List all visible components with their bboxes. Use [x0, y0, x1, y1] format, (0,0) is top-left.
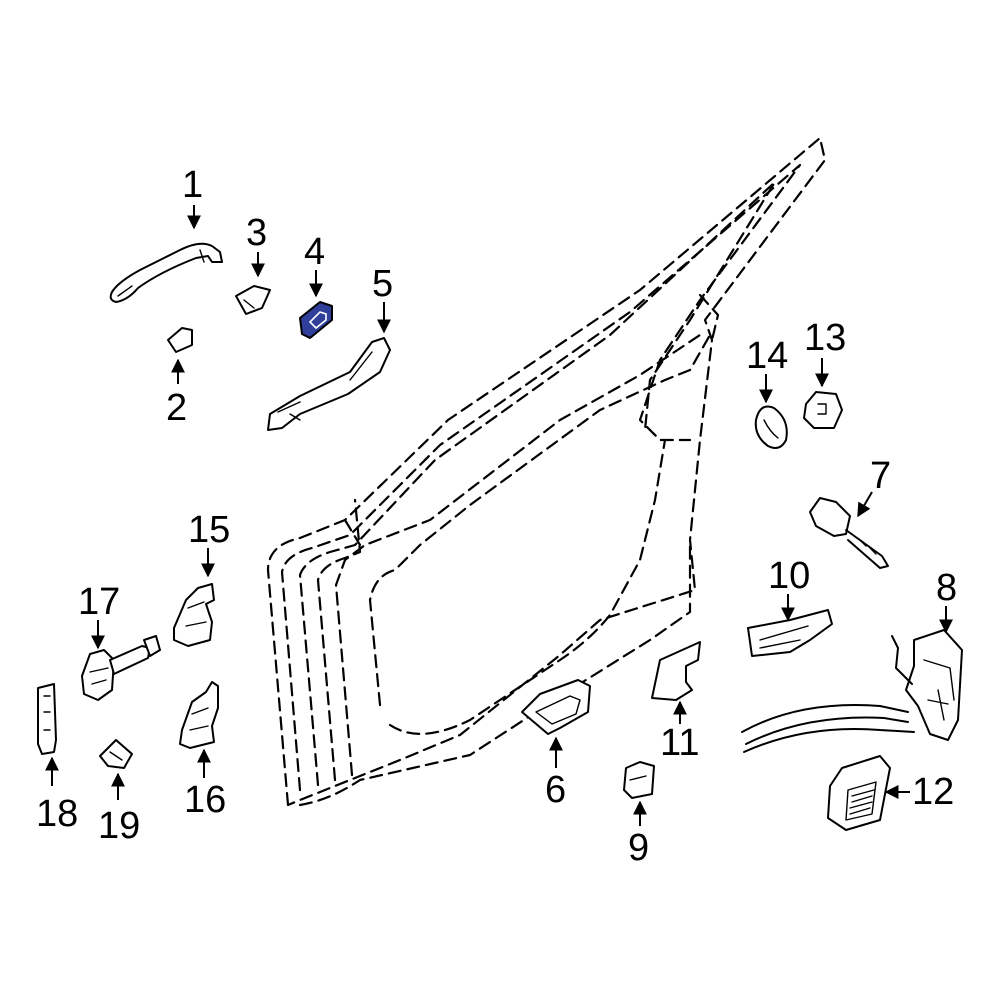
- part-5-handle-base: [267, 302, 391, 431]
- part-6-inside-handle: [521, 679, 591, 768]
- part-12-control-module: [827, 755, 910, 831]
- part-13-striker: [803, 358, 843, 429]
- callout-18: 18: [36, 793, 78, 835]
- part-1-outside-handle: [109, 205, 223, 303]
- callout-12: 12: [912, 771, 954, 813]
- part-8-door-latch: [741, 606, 963, 753]
- part-15-upper-hinge: [173, 548, 215, 647]
- callout-13: 13: [804, 317, 846, 359]
- part-17-door-check: [81, 620, 161, 701]
- part-7-lock-cylinder: [809, 491, 889, 569]
- callout-14: 14: [746, 335, 788, 377]
- callout-8: 8: [936, 567, 957, 609]
- callout-19: 19: [98, 805, 140, 847]
- callout-2: 2: [166, 387, 187, 429]
- part-18-plate: [37, 683, 59, 786]
- part-2-cap: [167, 327, 193, 384]
- callout-3: 3: [246, 212, 267, 254]
- callout-17: 17: [78, 581, 120, 623]
- part-9-clip: [623, 761, 655, 826]
- part-16-lower-hinge: [179, 681, 219, 778]
- part-14-cap: [754, 374, 788, 449]
- part-19-bumper: [99, 739, 133, 800]
- callout-6: 6: [545, 769, 566, 811]
- callout-10: 10: [768, 555, 810, 597]
- callout-5: 5: [372, 263, 393, 305]
- part-4-gasket-highlighted: [299, 270, 333, 339]
- part-11-seal-pad: [651, 641, 701, 724]
- door-outline: [266, 136, 827, 807]
- callout-7: 7: [870, 455, 891, 497]
- callout-9: 9: [628, 827, 649, 869]
- part-3-cover: [235, 252, 271, 315]
- callout-11: 11: [660, 722, 699, 764]
- callout-15: 15: [188, 509, 230, 551]
- callout-1: 1: [182, 164, 203, 206]
- leader-7: [857, 491, 873, 518]
- callout-16: 16: [184, 779, 226, 821]
- part-10-bracket: [747, 594, 833, 657]
- callout-4: 4: [304, 231, 325, 273]
